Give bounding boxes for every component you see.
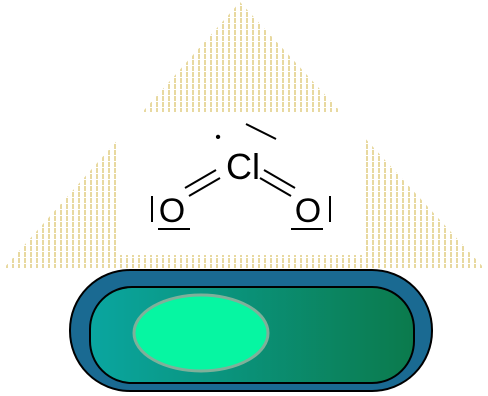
left-double-bond [184,169,221,197]
right-oxygen-label: O [295,192,321,230]
molecule-panel [116,112,366,255]
left-oxygen-label: O [159,192,185,230]
capsule-oval-nucleus [132,293,270,373]
chlorine-atom-label: Cl [226,146,260,187]
radical-dot: • [215,129,221,146]
cl-lone-pair-bar [245,123,277,140]
right-double-bond [259,169,296,197]
